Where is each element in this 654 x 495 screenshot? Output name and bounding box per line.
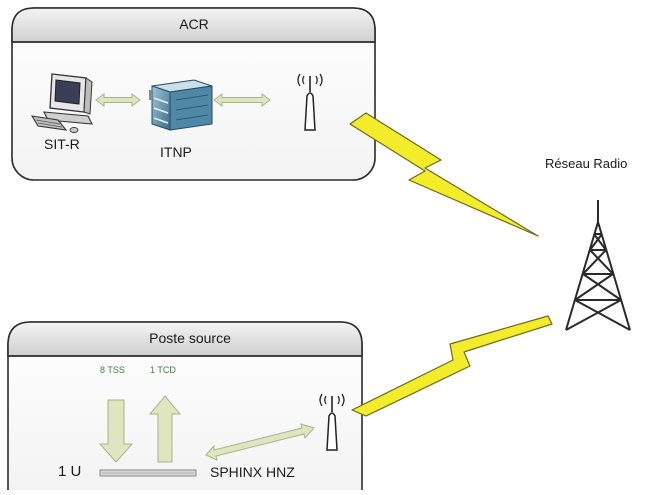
rack-server-icon xyxy=(149,79,213,131)
signal-arrow-up xyxy=(148,395,182,463)
lightning-link-icon-lower xyxy=(351,315,553,417)
sit-r-label: SIT-R xyxy=(44,136,80,152)
network-label: Réseau Radio xyxy=(545,156,628,171)
signal-arrow-down xyxy=(98,399,134,463)
poste-source-header xyxy=(7,321,363,357)
unit-label: 1 U xyxy=(58,463,82,480)
itnp-label: ITNP xyxy=(160,144,192,160)
link-arrow-sphinx-antenna xyxy=(205,423,315,461)
acr-title: ACR xyxy=(179,16,209,32)
link-arrow-itnp-antenna xyxy=(213,93,271,107)
poste-source-panel xyxy=(7,321,363,490)
radio-tower-icon xyxy=(565,200,631,331)
poste-source-title: Poste source xyxy=(149,330,231,346)
computer-icon xyxy=(30,73,93,133)
equipment-bar xyxy=(99,469,197,477)
tcd-label: 1 TCD xyxy=(150,365,176,375)
acr-header xyxy=(11,7,376,43)
link-arrow-sitr-itnp xyxy=(95,93,141,107)
antenna-icon-poste xyxy=(319,393,345,451)
antenna-icon xyxy=(297,73,323,131)
lightning-link-icon xyxy=(349,112,539,237)
tss-label: 8 TSS xyxy=(100,365,125,375)
sphinx-label: SPHINX HNZ xyxy=(210,464,295,480)
